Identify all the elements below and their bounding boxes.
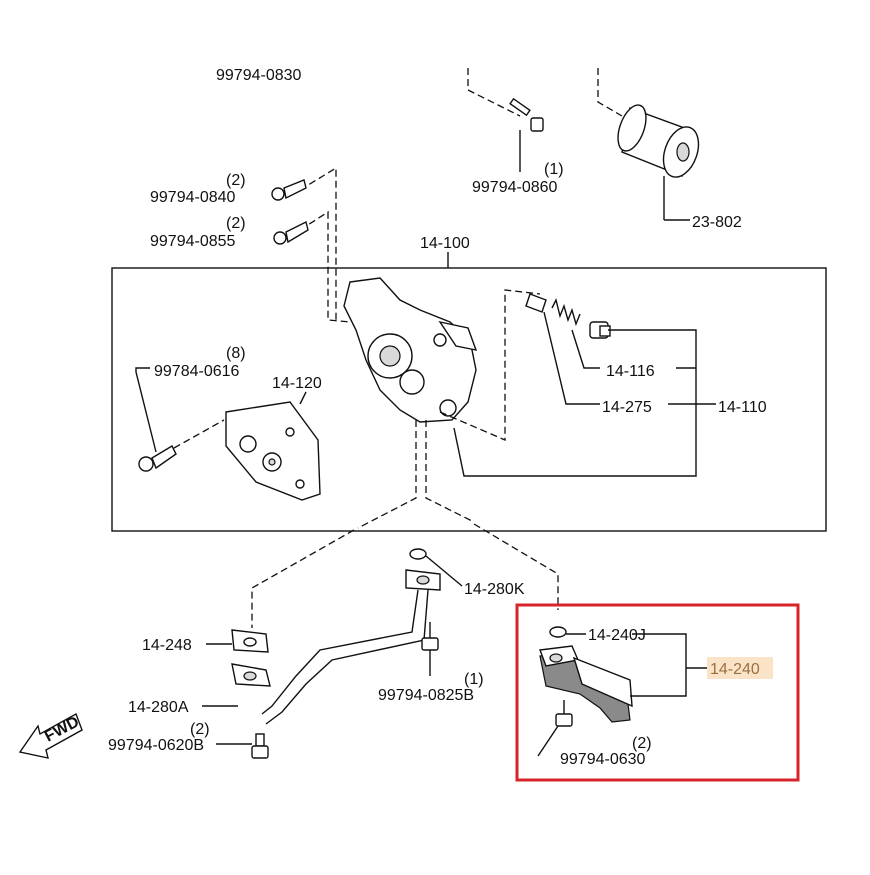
qty-99794-0825b: (1) <box>464 671 484 688</box>
guide-line-bolt-0860 <box>467 68 521 117</box>
label-14-248: 14-248 <box>142 637 192 654</box>
qty-99784-0616: (8) <box>226 345 246 362</box>
label-99794-0855: 99794-0855 <box>150 233 236 250</box>
label-14-280a: 14-280A <box>128 699 189 716</box>
relief-spring-14-116 <box>551 297 581 327</box>
gasket-14-248 <box>206 629 269 653</box>
oil-pipe-14-280a <box>231 569 441 725</box>
relief-plug-14-110 <box>589 321 611 339</box>
qty-99794-0630: (2) <box>632 735 652 752</box>
label-99784-0616: 99784-0616 <box>154 363 240 380</box>
qty-99794-0840: (2) <box>226 172 246 189</box>
guide-line-0840 <box>299 166 337 322</box>
bolt-99794-0825b <box>421 622 439 676</box>
label-99794-0860: 99794-0860 <box>472 179 558 196</box>
guide-line-pump-down-left <box>357 420 417 529</box>
label-99794-0825b: 99794-0825B <box>378 687 474 704</box>
label-99794-0620b: 99794-0620B <box>108 737 204 754</box>
oil-filter-23-802 <box>617 104 700 221</box>
leader-14-275 <box>543 311 600 405</box>
guide-line-filter <box>597 68 623 117</box>
highlight-label-bg <box>707 657 773 679</box>
assembly-box-14-100 <box>111 267 827 532</box>
label-14-120: 14-120 <box>272 375 322 392</box>
guide-line-pump-right <box>439 289 541 441</box>
bolt-99794-0855 <box>273 220 309 245</box>
bolt-99784-0616 <box>135 367 177 472</box>
guide-line-pump-down-right <box>425 420 475 523</box>
label-99794-0840: 99794-0840 <box>150 189 236 206</box>
qty-99794-0855: (2) <box>226 215 246 232</box>
relief-plunger-14-275 <box>525 293 547 313</box>
guide-line-strainer <box>473 523 559 610</box>
qty-99794-0860: (1) <box>544 161 564 178</box>
strainer-14-240 <box>539 626 633 723</box>
label-14-240j: 14-240J <box>588 627 646 644</box>
guide-line-0855 <box>299 210 351 323</box>
label-14-240: 14-240 <box>710 661 760 678</box>
label-99794-0830: 99794-0830 <box>216 67 302 84</box>
bolt-99794-0630 <box>537 700 573 757</box>
label-14-116: 14-116 <box>606 363 655 380</box>
leader-14-110-bracket <box>453 329 697 477</box>
bolt-99794-0860 <box>509 97 544 172</box>
bolt-99794-0620b <box>216 733 269 759</box>
label-99794-0630: 99794-0630 <box>560 751 646 768</box>
highlight-box <box>515 603 800 782</box>
label-14-275: 14-275 <box>602 399 652 416</box>
qty-99794-0620b: (2) <box>190 721 210 738</box>
pump-cover-14-120 <box>225 391 321 501</box>
guide-line-cover-bolt <box>173 419 225 449</box>
label-14-110: 14-110 <box>718 399 767 416</box>
label-14-100: 14-100 <box>420 235 470 252</box>
oil-pump-body <box>343 277 478 423</box>
leader-14-116 <box>571 329 600 369</box>
label-14-280k: 14-280K <box>464 581 525 598</box>
label-23-802: 23-802 <box>692 214 742 231</box>
o-ring-14-280k <box>409 548 463 587</box>
bolt-99794-0840 <box>271 179 307 201</box>
leader-14-240-bracket <box>630 633 687 697</box>
guide-line-gasket-14-248 <box>251 529 355 628</box>
fwd-arrow-icon: FWD <box>18 712 83 759</box>
